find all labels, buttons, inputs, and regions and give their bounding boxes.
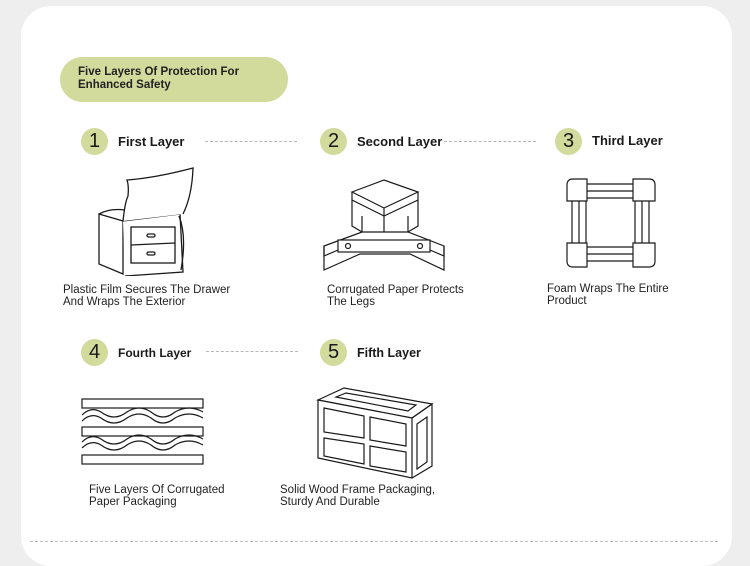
layer-description: Plastic Film Secures The Drawer And Wrap… — [63, 284, 231, 308]
header-badge: Five Layers Of Protection For Enhanced S… — [60, 57, 288, 102]
layer-title: First Layer — [118, 134, 185, 149]
layer-title: Third Layer — [592, 132, 663, 148]
divider-dashed — [206, 351, 298, 352]
drawer-cabinet-film-icon — [95, 166, 200, 276]
wood-crate-icon — [316, 386, 434, 480]
layer-number-badge: 2 — [320, 128, 347, 155]
layer-number-badge: 5 — [320, 339, 347, 366]
foam-frame-icon — [565, 177, 657, 269]
layer-title: Fifth Layer — [357, 345, 421, 360]
corner-protector-icon — [322, 178, 446, 274]
layer-1-header: 1 First Layer — [81, 128, 184, 155]
header-badge-text: Five Layers Of Protection For Enhanced S… — [78, 66, 240, 91]
divider-dashed — [444, 141, 536, 142]
layer-title: Second Layer — [357, 134, 443, 149]
layer-number-badge: 3 — [555, 128, 582, 155]
layer-description: Corrugated Paper Protects The Legs — [327, 284, 464, 308]
layer-3-header: 3 Third Layer — [555, 128, 663, 155]
footer-divider — [30, 541, 718, 542]
layer-description: Five Layers Of Corrugated Paper Packagin… — [89, 484, 225, 508]
divider-dashed — [205, 141, 297, 142]
layer-description: Foam Wraps The Entire Product — [547, 283, 669, 307]
layer-number-badge: 4 — [81, 339, 108, 366]
layer-number-badge: 1 — [81, 128, 108, 155]
layer-2-header: 2 Second Layer — [320, 128, 442, 155]
layer-4-header: 4 Fourth Layer — [81, 339, 191, 366]
corrugated-layers-icon — [81, 398, 205, 466]
layer-5-header: 5 Fifth Layer — [320, 339, 421, 366]
layer-title: Fourth Layer — [118, 345, 192, 360]
layer-description: Solid Wood Frame Packaging, Sturdy And D… — [280, 484, 436, 508]
